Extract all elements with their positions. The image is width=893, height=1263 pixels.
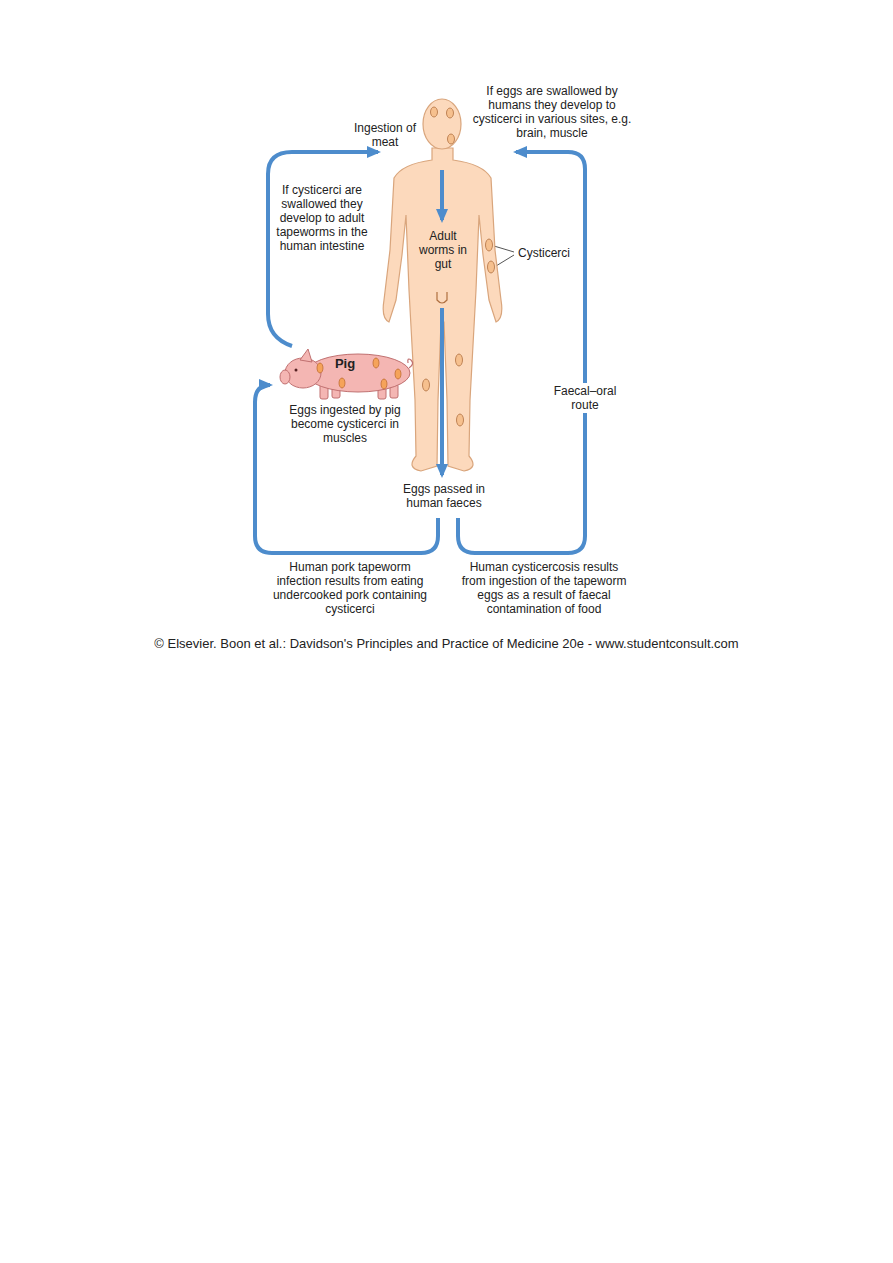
cycle-arrow: [268, 152, 378, 346]
pig-figure: [270, 346, 412, 400]
note-text: Eggs passed in human faeces: [392, 482, 496, 510]
part-label: Cysticerci: [518, 246, 578, 260]
note-text: Human pork tapeworm infection results fr…: [268, 560, 432, 616]
human-node: Adult worms in gut: [378, 95, 516, 518]
note-text: If cysticerci are swallowed they develop…: [271, 183, 373, 253]
note-text: Human cysticercosis results from ingesti…: [460, 560, 628, 616]
pig-node: Pig: [270, 346, 412, 400]
edge-label: Faecal–oral route: [546, 383, 624, 413]
human-figure: [378, 95, 516, 518]
caption: © Elsevier. Boon et al.: Davidson's Prin…: [0, 636, 893, 652]
pig-label: Pig: [328, 357, 362, 371]
edge-label-box: Ingestion of meat: [350, 121, 420, 149]
edge-label-box: Faecal–oral route: [546, 383, 624, 413]
gut-label: Adult worms in gut: [418, 229, 468, 271]
edge-label: Ingestion of meat: [350, 121, 420, 149]
note-text: If eggs are swallowed by humans they dev…: [468, 84, 636, 140]
cycle-arrow: [255, 385, 438, 553]
note-text: Eggs ingested by pig become cysticerci i…: [280, 403, 410, 445]
